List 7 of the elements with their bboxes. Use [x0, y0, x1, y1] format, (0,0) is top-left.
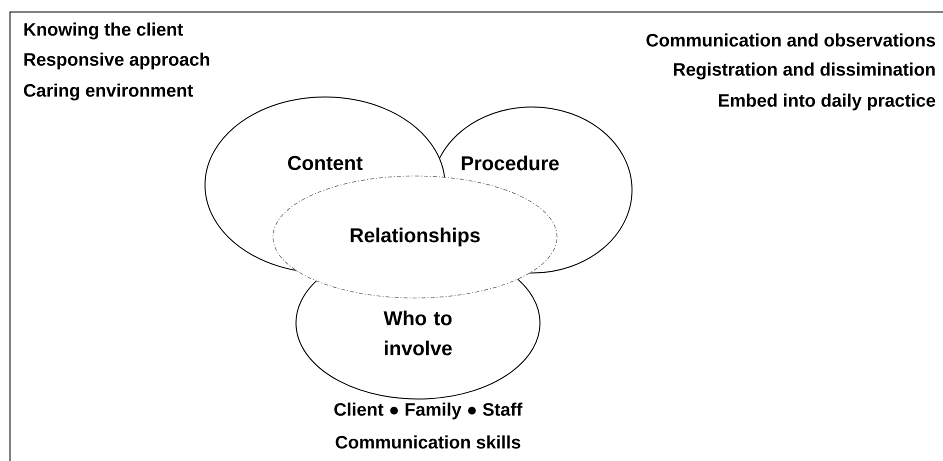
note-text: Communication skills: [336, 435, 520, 449]
note-text: Responsive approach: [24, 52, 210, 70]
note-text: Registration and dissimination: [674, 62, 935, 80]
note-text: Communication and observations: [646, 33, 936, 47]
note-text: Knowing the client: [24, 22, 183, 40]
note-text: Embed into daily practice: [718, 94, 936, 110]
note-text: Caring environment: [24, 84, 193, 100]
